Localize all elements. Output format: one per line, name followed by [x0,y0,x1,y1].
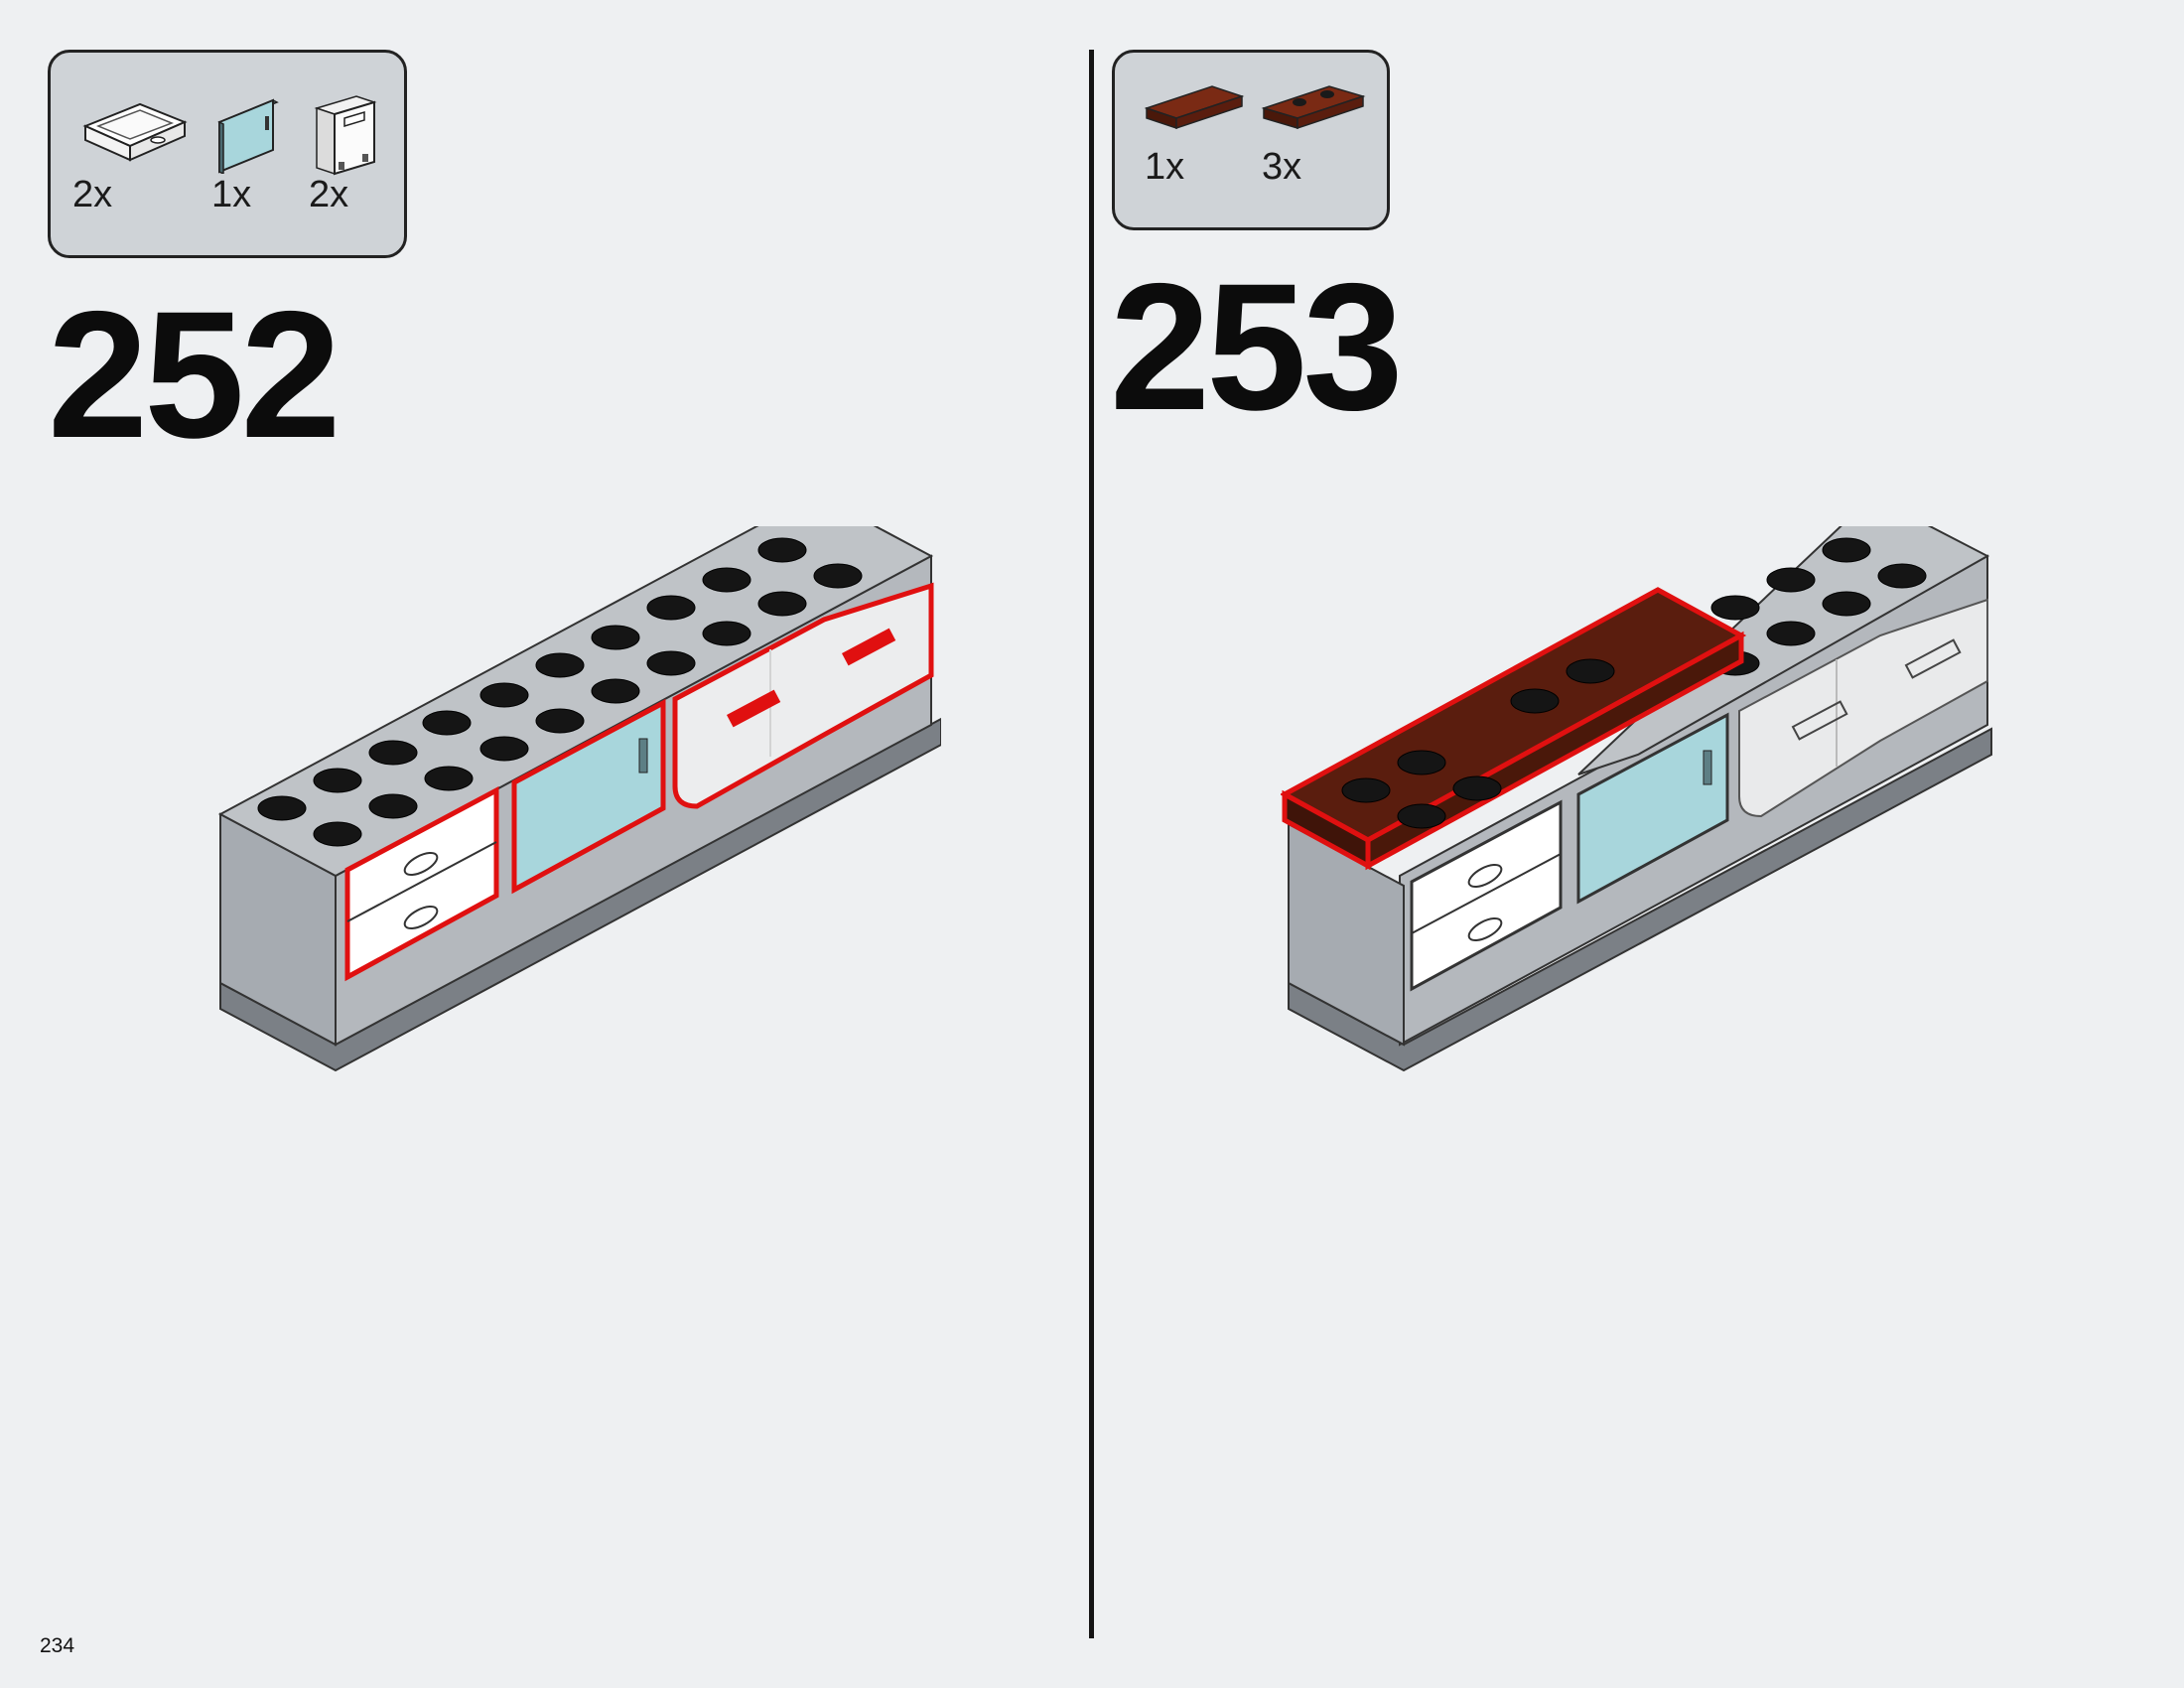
step-divider [1089,50,1094,1638]
step-number-252: 252 [48,273,341,476]
part-drawer [80,94,190,164]
part-qty: 1x [211,174,252,215]
drawer-icon [82,102,188,162]
brown-jumper-plate-icon [1261,85,1366,130]
kitchen-counter-assembly [217,492,942,1072]
drawer-panel [344,785,499,982]
kitchen-counter-assembly [1279,494,1992,1072]
part-qty: 1x [1145,146,1185,188]
step-number-253: 253 [1110,245,1404,448]
part-qty: 2x [309,174,349,215]
part-brown-tile [1143,82,1246,138]
parts-callout-step-253: 1x 3x [1112,50,1390,230]
page-number: 234 [40,1634,75,1657]
part-glass-door [211,94,291,174]
model-step-252 [216,492,942,1087]
part-cupboard-door [311,88,380,178]
brown-tile-icon [1144,85,1245,130]
part-brown-jumper [1260,82,1367,138]
brown-counter-top [1279,587,1747,871]
studs [257,537,863,847]
model-step-253 [1279,494,1995,1087]
parts-callout-step-252: 2x 1x 2x [48,50,407,258]
glass-door-panel [511,698,666,895]
part-qty: 2x [72,174,113,215]
glass-door-icon [217,98,279,174]
cupboard-door-icon [314,95,377,176]
part-qty: 3x [1262,146,1302,188]
